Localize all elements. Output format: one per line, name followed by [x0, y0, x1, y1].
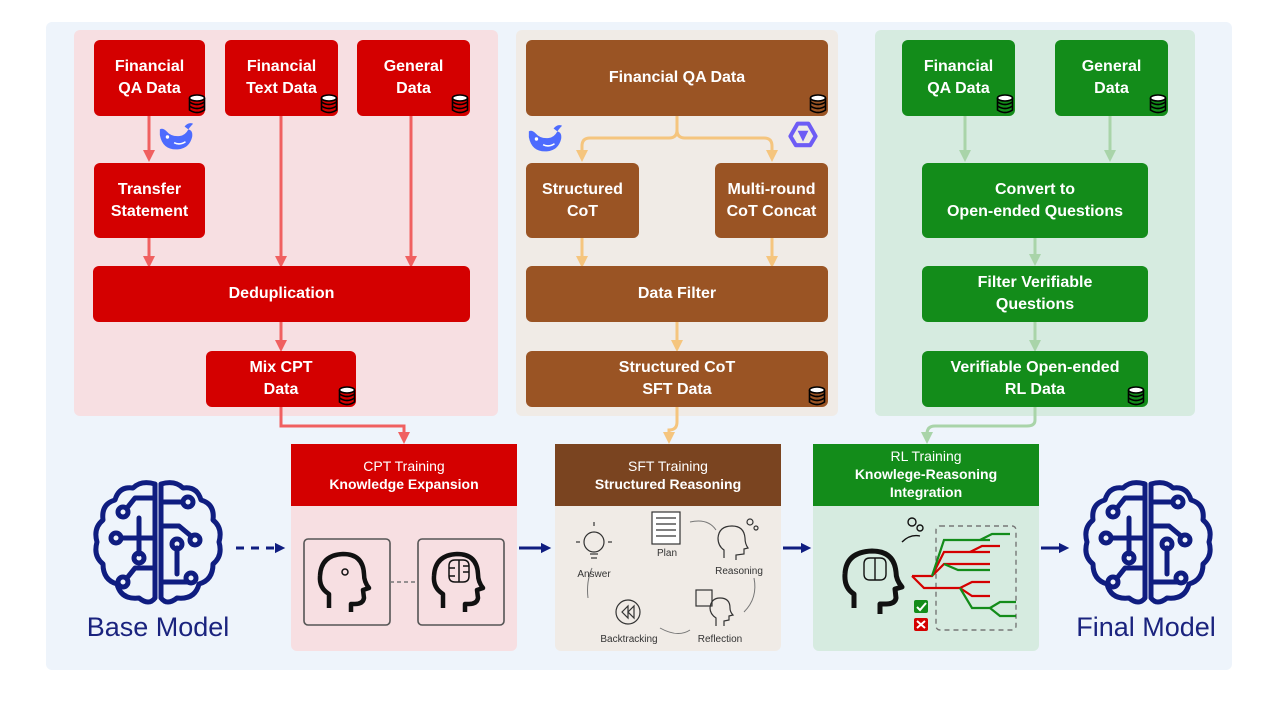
cpt-stage-header: CPT Training Knowledge Expansion — [291, 444, 517, 506]
rl-stage-title: RL Training — [890, 448, 962, 464]
cpt-heads-illustration — [303, 538, 505, 626]
rl-source-general: General Data — [1055, 40, 1168, 116]
database-icon — [320, 94, 338, 114]
structured-cot-sft-data-box: Structured CoT SFT Data — [526, 351, 828, 407]
cycle-step-plan: Plan — [656, 548, 677, 559]
database-icon — [338, 386, 356, 406]
filter-verifiable-box: Filter Verifiable Questions — [922, 266, 1148, 322]
multi-round-cot-box: Multi-round CoT Concat — [715, 163, 828, 238]
cpt-stage-subtitle: Knowledge Expansion — [329, 476, 479, 492]
rl-arrows — [921, 116, 1116, 444]
base-model-label: Base Model — [86, 612, 230, 642]
verifiable-rl-data-box: Verifiable Open-ended RL Data — [922, 351, 1148, 407]
final-model-brain-icon — [1083, 480, 1213, 605]
cycle-step-reasoning: Reasoning — [715, 566, 763, 577]
rl-stage-subtitle: Knowlege-Reasoning Integration — [854, 466, 998, 500]
sft-stage-header: SFT Training Structured Reasoning — [555, 444, 781, 506]
database-icon — [1149, 94, 1167, 114]
sft-arrows — [576, 116, 778, 444]
mix-cpt-data-box: Mix CPT Data — [206, 351, 356, 407]
cpt-source-financial-qa: Financial QA Data — [94, 40, 205, 116]
database-icon — [188, 94, 206, 114]
cycle-step-answer: Answer — [577, 569, 611, 580]
structured-cot-box: Structured CoT — [526, 163, 639, 238]
cpt-source-general: General Data — [357, 40, 470, 116]
deduplication-box: Deduplication — [93, 266, 470, 322]
qwen-logo-icon — [788, 121, 818, 148]
database-icon — [809, 94, 827, 114]
database-icon — [996, 94, 1014, 114]
database-icon — [1127, 386, 1145, 406]
cpt-source-financial-text: Financial Text Data — [225, 40, 338, 116]
transfer-statement-box: Transfer Statement — [94, 163, 205, 238]
cpt-arrows — [143, 116, 417, 444]
database-icon — [808, 386, 826, 406]
convert-open-ended-box: Convert to Open-ended Questions — [922, 163, 1148, 238]
base-model-brain-icon — [93, 480, 223, 605]
rl-tree-illustration — [842, 517, 1017, 631]
sft-cycle-illustration — [576, 511, 759, 634]
sft-stage-subtitle: Structured Reasoning — [594, 476, 742, 492]
rl-source-financial-qa: Financial QA Data — [902, 40, 1015, 116]
cycle-step-reflection: Reflection — [697, 634, 743, 645]
sft-stage-title: SFT Training — [628, 458, 708, 474]
deepseek-whale-icon — [159, 123, 194, 150]
database-icon — [451, 94, 469, 114]
rl-stage-header: RL Training Knowlege-Reasoning Integrati… — [813, 444, 1039, 506]
final-model-label: Final Model — [1076, 612, 1216, 642]
cpt-stage-title: CPT Training — [363, 458, 445, 474]
deepseek-whale-icon — [528, 125, 563, 152]
data-filter-box: Data Filter — [526, 266, 828, 322]
sft-source-financial-qa: Financial QA Data — [526, 40, 828, 116]
cycle-step-backtracking: Backtracking — [600, 634, 658, 645]
